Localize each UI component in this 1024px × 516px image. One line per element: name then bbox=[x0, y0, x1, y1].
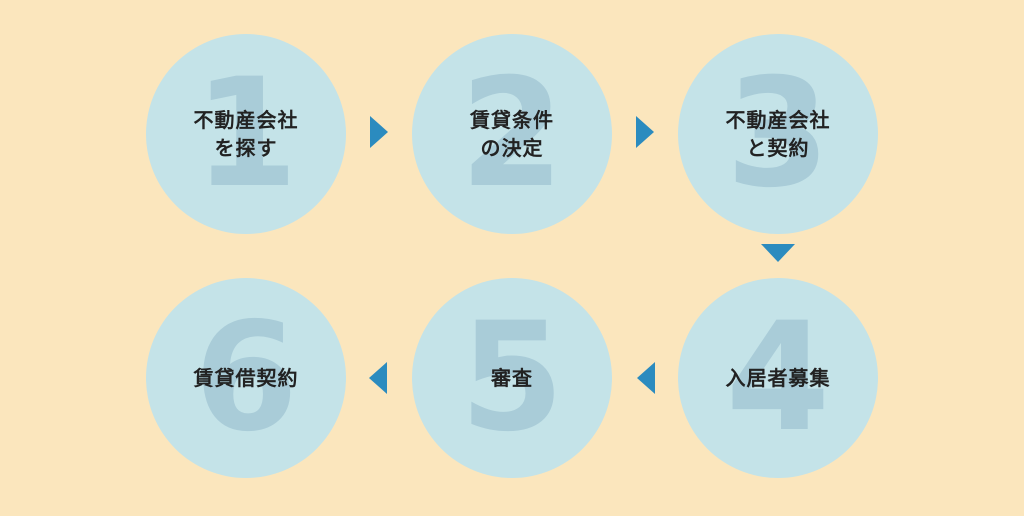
arrow-down-icon bbox=[761, 244, 795, 262]
step-6-label: 賃貸借契約 bbox=[146, 278, 346, 478]
step-6-circle: 6 賃貸借契約 bbox=[146, 278, 346, 478]
step-5-label: 審査 bbox=[412, 278, 612, 478]
step-5-label-line1: 審査 bbox=[491, 366, 533, 390]
step-1-label: 不動産会社 を探す bbox=[146, 34, 346, 234]
step-1-circle: 1 不動産会社 を探す bbox=[146, 34, 346, 234]
step-1-label-line2: を探す bbox=[214, 136, 278, 160]
arrow-left-icon bbox=[637, 362, 655, 394]
step-5-circle: 5 審査 bbox=[412, 278, 612, 478]
step-6-number: 6 bbox=[193, 291, 299, 465]
step-6-label-line1: 賃貸借契約 bbox=[193, 366, 299, 390]
step-4-label-line1: 入居者募集 bbox=[725, 366, 831, 390]
step-5-number: 5 bbox=[459, 291, 565, 465]
step-1-label-line1: 不動産会社 bbox=[193, 108, 299, 132]
step-2-number: 2 bbox=[459, 47, 565, 221]
step-2-label-line1: 賃貸条件 bbox=[470, 108, 554, 132]
step-2-circle: 2 賃貸条件 の決定 bbox=[412, 34, 612, 234]
step-4-circle: 4 入居者募集 bbox=[678, 278, 878, 478]
arrow-left-icon bbox=[369, 362, 387, 394]
arrow-right-icon bbox=[370, 116, 388, 148]
step-2-label: 賃貸条件 の決定 bbox=[412, 34, 612, 234]
step-3-label-line2: と契約 bbox=[746, 136, 810, 160]
step-4-label: 入居者募集 bbox=[678, 278, 878, 478]
step-4-number: 4 bbox=[725, 291, 831, 465]
step-2-label-line2: の決定 bbox=[480, 136, 544, 160]
step-3-label-line1: 不動産会社 bbox=[725, 108, 831, 132]
step-3-number: 3 bbox=[725, 47, 831, 221]
step-1-number: 1 bbox=[193, 47, 299, 221]
step-3-circle: 3 不動産会社 と契約 bbox=[678, 34, 878, 234]
arrow-right-icon bbox=[636, 116, 654, 148]
step-3-label: 不動産会社 と契約 bbox=[678, 34, 878, 234]
